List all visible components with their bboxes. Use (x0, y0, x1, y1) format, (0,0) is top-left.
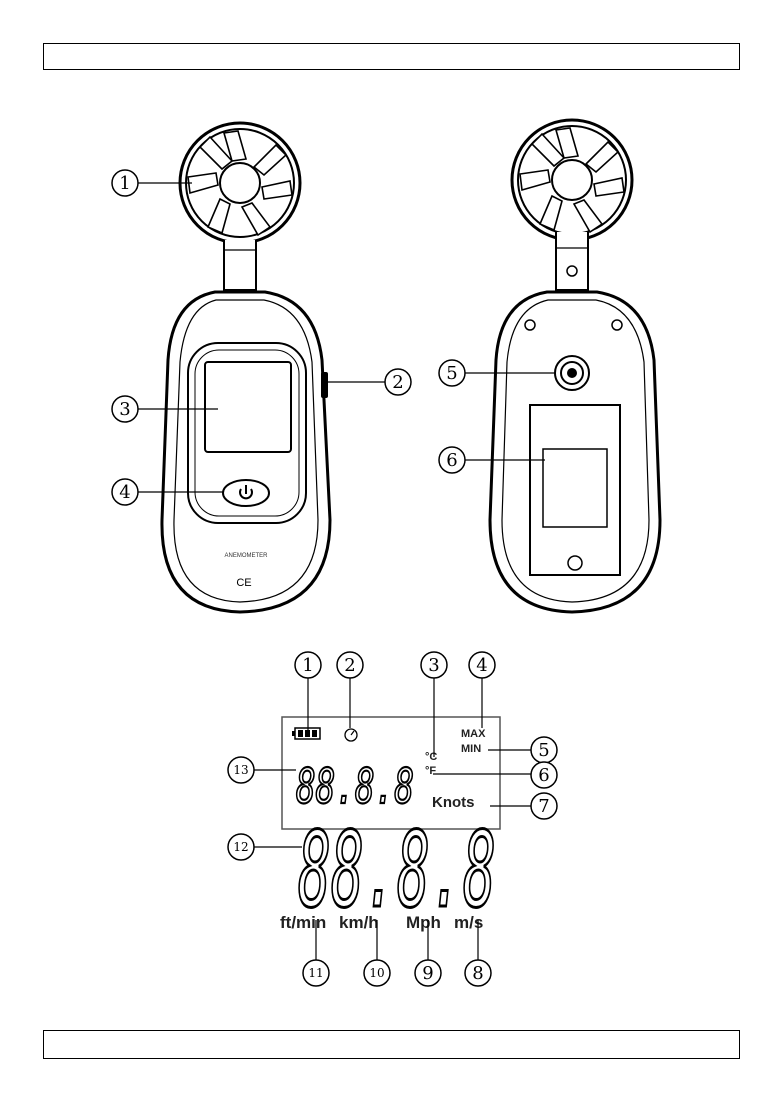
lcd-callout-9: 9 (415, 960, 441, 986)
ce-mark: CE (236, 577, 251, 589)
svg-text:4: 4 (476, 655, 487, 676)
lcd-callout-1: 1 (295, 652, 321, 678)
unit-km-h: km/h (339, 913, 379, 932)
lcd-callout-10: 10 (364, 960, 390, 986)
min-label: MIN (461, 743, 481, 755)
svg-text:6: 6 (538, 765, 549, 786)
unit-m-s: m/s (454, 913, 483, 932)
svg-text:3: 3 (428, 655, 439, 676)
side-button (321, 372, 328, 398)
svg-text:8: 8 (472, 963, 483, 984)
svg-text:11: 11 (308, 966, 323, 980)
lcd-callout-4: 4 (469, 652, 495, 678)
callout-front-2: 2 (328, 369, 411, 395)
svg-text:12: 12 (233, 840, 248, 854)
svg-text:5: 5 (538, 740, 549, 761)
fan-icon (180, 123, 300, 243)
lcd-callout-6: 6 (531, 762, 557, 788)
unit-mph: Mph (406, 913, 441, 932)
svg-text:4: 4 (119, 482, 130, 503)
lcd-callout-3: 3 (421, 652, 447, 678)
small-digit-readout: 88.8.8 (296, 759, 414, 815)
lcd-callout-11: 11 (303, 960, 329, 986)
display-window (205, 362, 291, 452)
lcd-callout-7: 7 (531, 793, 557, 819)
model-text: ANEMOMETER (224, 553, 268, 559)
screw-icon (567, 266, 577, 276)
lcd-callout-8: 8 (465, 960, 491, 986)
back-view: 5 6 (439, 120, 660, 612)
max-label: MAX (461, 728, 486, 740)
screw-icon (525, 320, 535, 330)
svg-text:5: 5 (446, 363, 457, 384)
fan-icon (512, 120, 632, 240)
lcd-callout-5: 5 (531, 737, 557, 763)
svg-text:7: 7 (538, 796, 549, 817)
svg-text:9: 9 (422, 963, 433, 984)
svg-text:2: 2 (344, 655, 355, 676)
lcd-callout-2: 2 (337, 652, 363, 678)
svg-text:1: 1 (119, 173, 130, 194)
fahrenheit-label: °F (425, 765, 436, 777)
front-view: ANEMOMETER CE 1 2 3 4 (112, 123, 411, 612)
lcd-detail: MAX MIN °C °F Knots 88.8.8 88.8.8 ft/min… (228, 652, 557, 986)
svg-text:2: 2 (392, 372, 403, 393)
celsius-label: °C (425, 751, 437, 763)
lcd-callout-13: 13 (228, 757, 254, 783)
svg-text:6: 6 (446, 450, 457, 471)
lcd-callout-12: 12 (228, 834, 254, 860)
tripod-socket-icon (555, 356, 589, 390)
screw-icon (612, 320, 622, 330)
svg-text:13: 13 (233, 763, 248, 777)
svg-text:1: 1 (302, 655, 313, 676)
unit-ft-min: ft/min (280, 913, 326, 932)
svg-text:3: 3 (119, 399, 130, 420)
screw-icon (568, 556, 582, 570)
svg-text:10: 10 (369, 966, 384, 980)
